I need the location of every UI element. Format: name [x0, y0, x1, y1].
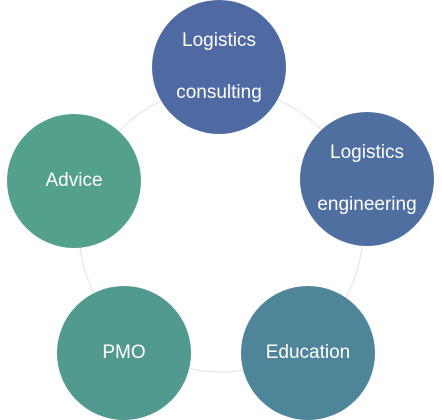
node-pmo-line-1: PMO [102, 342, 146, 363]
node-advice-line-1: Advice [45, 170, 103, 191]
node-logistics-engineering: Logistics engineering [300, 112, 434, 246]
node-education: Education [241, 286, 375, 420]
node-logistics-engineering-line-2: engineering [317, 194, 417, 215]
node-logistics-consulting: Logistics consulting [152, 0, 286, 134]
node-pmo: PMO [57, 286, 191, 420]
node-logistics-consulting-line-2: consulting [176, 82, 262, 103]
node-advice: Advice [7, 114, 141, 248]
node-logistics-consulting-line-1: Logistics [182, 30, 256, 51]
node-logistics-engineering-line-1: Logistics [330, 142, 404, 163]
node-education-line-1: Education [265, 342, 351, 363]
